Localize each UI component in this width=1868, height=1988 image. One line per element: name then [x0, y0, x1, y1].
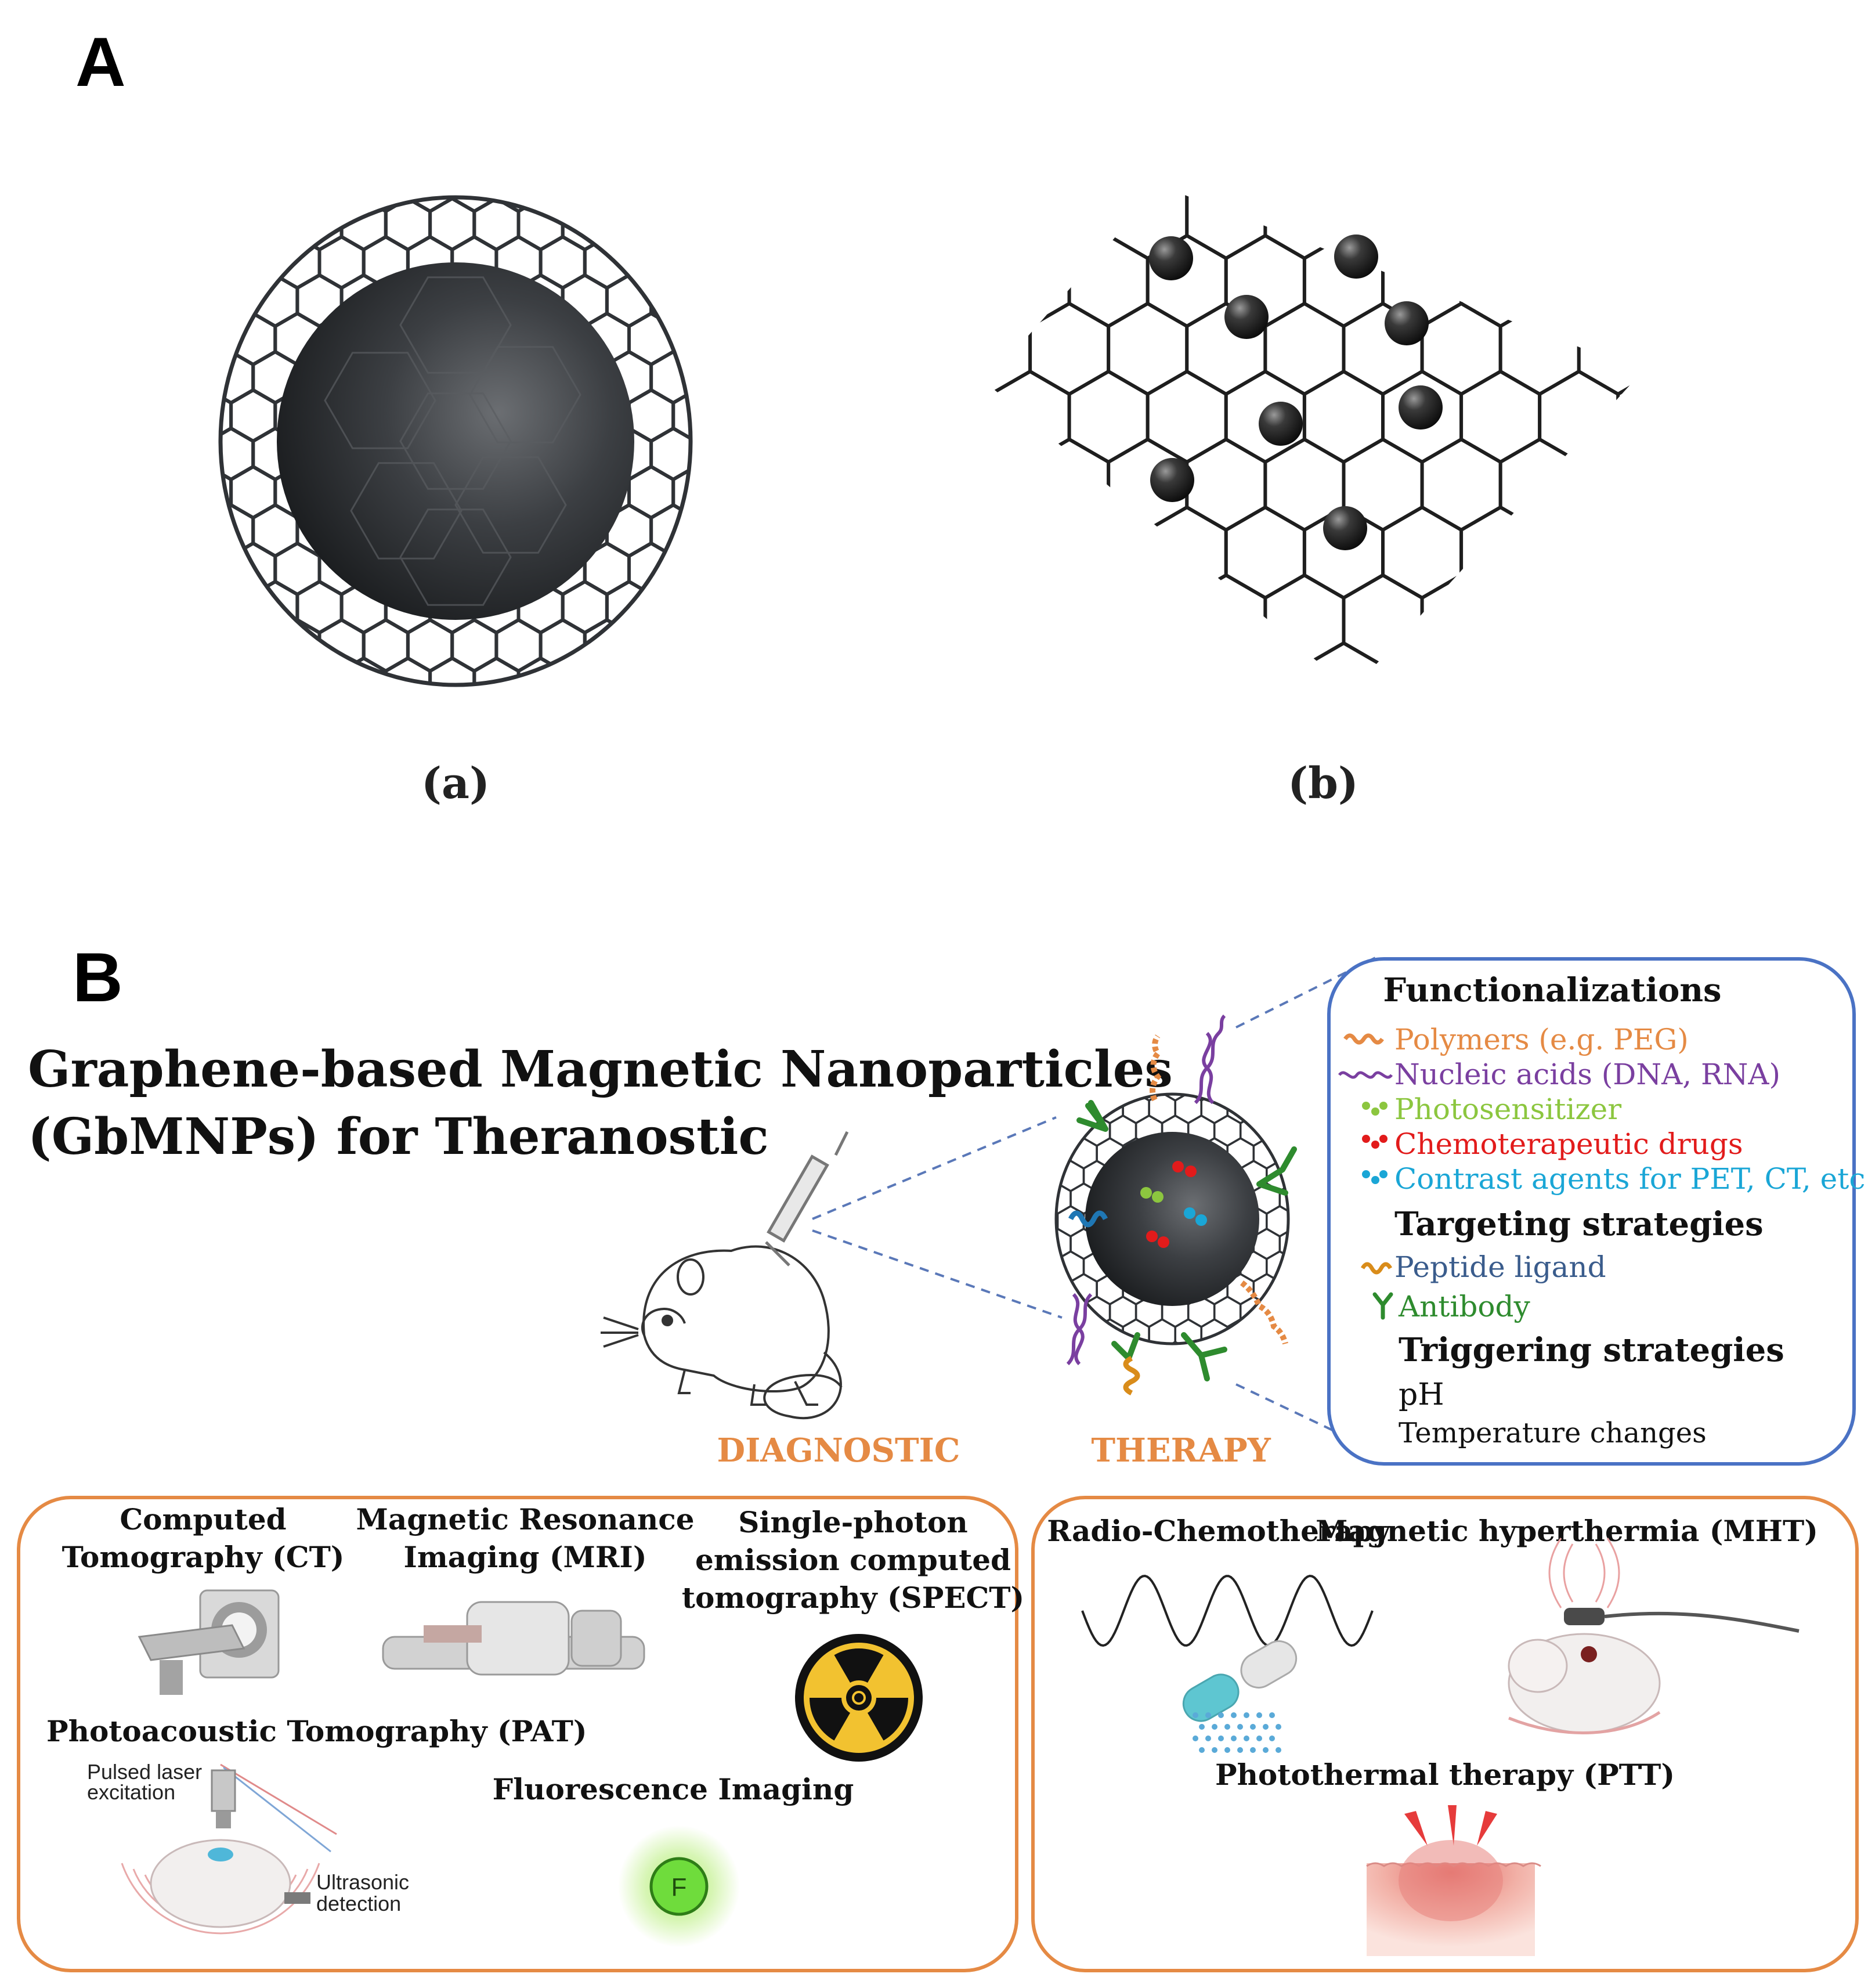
pat-label: Photoacoustic Tomography (PAT): [46, 1714, 587, 1748]
targeting-peptide-ligand: Peptide ligand: [1394, 1250, 1606, 1284]
pat-us-line1: Ultrasonic: [316, 1870, 409, 1894]
fluorescence-letter: F: [671, 1873, 687, 1902]
functionalization-list: Polymers (e.g. PEG) Nucleic acids (DNA, …: [1338, 1023, 1868, 1449]
mht-label: Magnetic hyperthermia (MHT): [1316, 1514, 1818, 1548]
ct-label-line2: Tomography (CT): [62, 1540, 345, 1574]
polymer-icon: [1343, 1033, 1384, 1045]
photosensitizer-icon: [1362, 1102, 1388, 1116]
peptide-icon: [1360, 1262, 1393, 1275]
triggering-ph: pH: [1399, 1377, 1444, 1412]
ptt-label: Photothermal therapy (PTT): [1215, 1758, 1675, 1792]
therapy-heading: THERAPY: [1091, 1431, 1271, 1470]
mri-scanner-icon: [382, 1601, 645, 1676]
graphene-sheet: [987, 186, 1642, 691]
pat-laser-line2: excitation: [87, 1780, 175, 1804]
dna-strand: [1066, 1014, 1226, 1366]
functionalization-photosensitizer: Photosensitizer: [1394, 1092, 1621, 1126]
mouse-injection-illustration: [601, 1131, 849, 1420]
spect-label-line1: Single-photon: [738, 1505, 967, 1539]
ct-label-line1: Computed: [120, 1502, 286, 1536]
triggering-heading: Triggering strategies: [1399, 1331, 1784, 1369]
radiation-icon: [795, 1634, 923, 1762]
panel-b-letter: B: [73, 939, 123, 1016]
spect-label-line2: emission computed: [695, 1543, 1011, 1577]
ptt-icon: [1366, 1805, 1541, 1956]
fluorescence-label: Fluorescence Imaging: [493, 1772, 854, 1806]
panel-b-title-line2: (GbMNPs) for Theranostic: [28, 1107, 769, 1166]
antibody-icon: [1076, 1100, 1297, 1381]
functionalization-nucleic-acids: Nucleic acids (DNA, RNA): [1394, 1058, 1780, 1091]
triggering-temperature: Temperature changes: [1399, 1417, 1707, 1449]
mht-icon: [1508, 1538, 1800, 1734]
functionalization-polymers: Polymers (e.g. PEG): [1394, 1023, 1689, 1056]
sub-label-a: (a): [421, 759, 490, 809]
antibody-small-icon: [1372, 1292, 1393, 1320]
ct-scanner-icon: [138, 1589, 280, 1695]
panel-a-letter: A: [75, 23, 126, 101]
pat-laser-line1: Pulsed laser: [87, 1760, 202, 1784]
functionalization-chemotherapeutic-drugs: Chemoterapeutic drugs: [1394, 1127, 1743, 1161]
loaded-drugs: [1140, 1161, 1207, 1248]
spect-label-line3: tomography (SPECT): [682, 1581, 1024, 1615]
functionalization-contrast-agents: Contrast agents for PET, CT, etc.: [1394, 1162, 1868, 1196]
zoom-lines-box: [1235, 957, 1376, 1441]
radio-chemo-label: Radio-Chemotherapy: [1047, 1514, 1391, 1548]
functionalizations-heading: Functionalizations: [1383, 971, 1721, 1009]
therapy-box: [1031, 1496, 1859, 1972]
diagnostic-box: [17, 1496, 1018, 1972]
pat-setup-icon: [121, 1763, 337, 1935]
pat-us-line2: detection: [316, 1892, 401, 1915]
fluorescence-icon: [618, 1825, 740, 1947]
mri-label-line1: Magnetic Resonance: [356, 1502, 694, 1536]
dna-icon: [1338, 1071, 1393, 1079]
functionalizations-box: [1327, 957, 1856, 1466]
diagnostic-heading: DIAGNOSTIC: [717, 1431, 960, 1470]
targeting-antibody: Antibody: [1398, 1290, 1531, 1323]
drug-icon: [1362, 1135, 1388, 1149]
core-shell-nanoparticle: [218, 195, 693, 687]
sub-label-b: (b): [1288, 759, 1358, 809]
targeting-heading: Targeting strategies: [1394, 1205, 1764, 1243]
panel-b-title-line1: Graphene-based Magnetic Nanoparticles: [28, 1040, 1173, 1099]
zoom-lines-mouse: [812, 1116, 1063, 1319]
mri-label-line2: Imaging (MRI): [404, 1540, 647, 1574]
radio-chemo-icon: [1081, 1574, 1374, 1753]
contrast-agent-icon: [1362, 1170, 1388, 1184]
